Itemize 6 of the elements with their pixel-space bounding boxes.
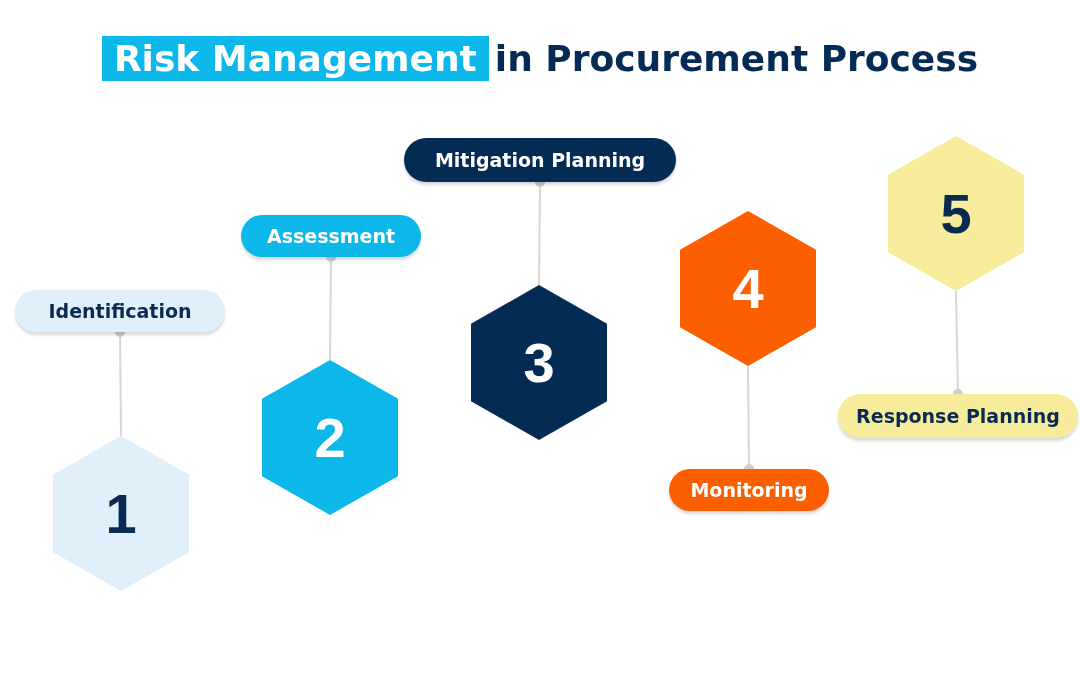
step-label: Identification	[15, 290, 225, 332]
title: Risk Management in Procurement Process	[0, 38, 1080, 79]
step-label: Assessment	[241, 215, 421, 257]
step-label: Monitoring	[669, 469, 829, 511]
step-label: Mitigation Planning	[404, 138, 676, 182]
step-label: Response Planning	[838, 394, 1078, 438]
